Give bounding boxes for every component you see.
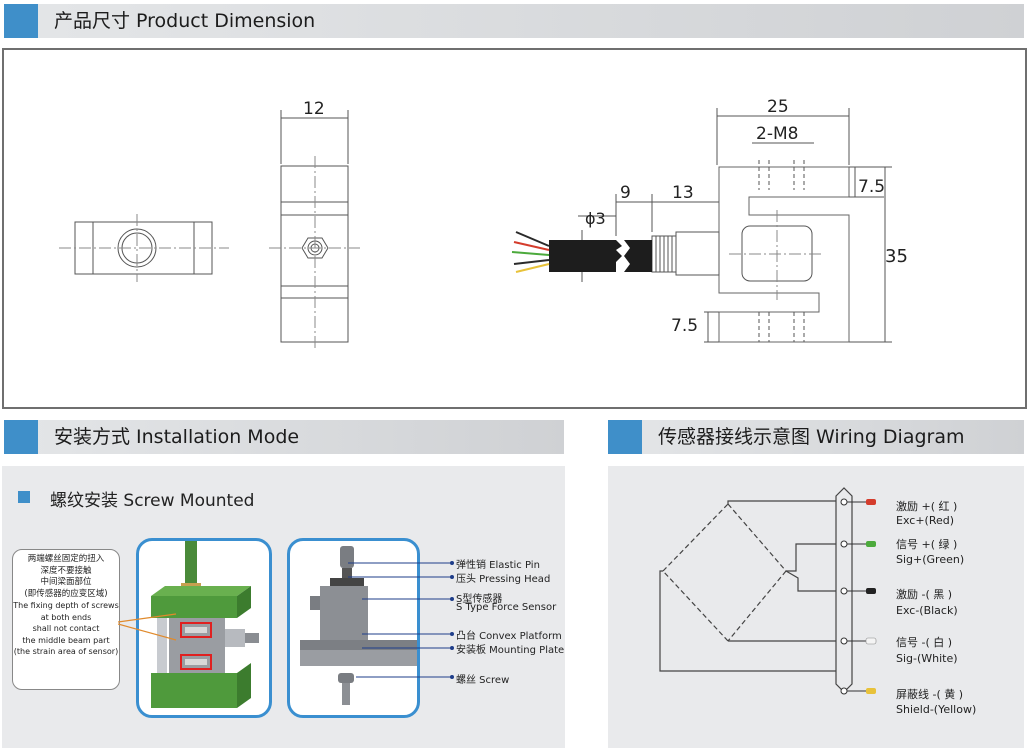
wire-sig-minus-cn: 信号 -( 白 ) xyxy=(896,636,953,649)
callout-s-sensor-en: S Type Force Sensor xyxy=(456,602,557,613)
wiring-diagram xyxy=(659,487,877,695)
installation-panel: 螺纹安装 Screw Mounted 两端螺丝固定的扭入 深度不要接触 中间梁面… xyxy=(2,466,565,748)
section-title-installation: 安装方式 Installation Mode xyxy=(54,426,300,448)
wire-tip-yellow xyxy=(866,688,876,694)
screw-depth-note: 两端螺丝固定的扭入 深度不要接触 中间梁面部位 (即传感器的应变区域) The … xyxy=(12,549,120,690)
note-cn-line: 两端螺丝固定的扭入 xyxy=(27,554,105,564)
wire-exc-minus-cn: 激励 -( 黑 ) xyxy=(896,588,953,601)
dim-7-5-top: 7.5 xyxy=(858,177,885,197)
note-cn-line: (即传感器的应变区域) xyxy=(24,588,108,599)
dim-2-m8: 2-M8 xyxy=(756,124,798,144)
section-header-wiring: 传感器接线示意图 Wiring Diagram xyxy=(608,420,1024,454)
wire-tip-black xyxy=(866,588,876,594)
wire-exc-plus-en: Exc+(Red) xyxy=(896,514,955,527)
dim-12: 12 xyxy=(303,99,325,119)
callout-convex-platform: 凸台 Convex Platform xyxy=(456,631,562,642)
note-pointer-lines xyxy=(118,613,177,641)
dim-25: 25 xyxy=(767,97,789,117)
cable xyxy=(511,231,652,273)
callout-pressing-head: 压头 Pressing Head xyxy=(456,574,551,585)
wire-shield-cn: 屏蔽线 -( 黄 ) xyxy=(896,688,964,701)
callout-s-sensor-cn: S型传感器 xyxy=(456,594,503,605)
dim-9: 9 xyxy=(620,183,631,203)
wire-sig-plus-en: Sig+(Green) xyxy=(896,553,965,566)
dim-35: 35 xyxy=(885,246,908,267)
section-header-dimension: 产品尺寸 Product Dimension xyxy=(4,4,1024,38)
note-cn-line: 中间梁面部位 xyxy=(40,577,92,587)
dimension-drawing: 12 25 2-M8 7.5 35 9 13 ϕ3 7.5 xyxy=(59,97,908,350)
wire-tip-red xyxy=(866,499,876,505)
front-view xyxy=(269,110,360,350)
callout-leader-lines xyxy=(348,561,454,679)
note-cn-line: 深度不要接触 xyxy=(40,565,92,576)
wire-tip-green xyxy=(866,541,876,547)
sensor-install-photo-exploded xyxy=(287,538,420,718)
wire-shield-en: Shield-(Yellow) xyxy=(896,703,977,716)
bullet-square xyxy=(18,491,30,503)
wire-tip-white xyxy=(865,637,877,645)
note-en-line: The fixing depth of screws xyxy=(13,601,119,610)
wire-sig-plus-cn: 信号 +( 绿 ) xyxy=(896,538,958,551)
note-en-line: at both ends xyxy=(40,612,92,622)
header-accent-block xyxy=(608,420,642,454)
note-en-line: the middle beam part xyxy=(22,635,110,645)
dim-phi-3: ϕ3 xyxy=(585,209,606,228)
dimension-drawing-panel: 12 25 2-M8 7.5 35 9 13 ϕ3 7.5 xyxy=(2,48,1027,409)
callout-mounting-plate: 安装板 Mounting Plate xyxy=(456,645,565,656)
header-accent-block xyxy=(4,4,38,38)
dim-13: 13 xyxy=(672,183,694,203)
install-method-title: 螺纹安装 Screw Mounted xyxy=(50,491,255,511)
note-en-line: shall not contact xyxy=(32,624,100,633)
wire-exc-minus-en: Exc-(Black) xyxy=(896,604,958,617)
section-title-wiring: 传感器接线示意图 Wiring Diagram xyxy=(658,426,965,448)
sensor-install-photo-front xyxy=(136,538,272,718)
wire-exc-plus-cn: 激励 +( 红 ) xyxy=(896,500,958,513)
callout-screw: 螺丝 Screw xyxy=(456,675,510,686)
header-accent-block xyxy=(4,420,38,454)
note-en-line: (the strain area of sensor) xyxy=(13,647,119,656)
wire-sig-minus-en: Sig-(White) xyxy=(896,652,958,665)
s-sensor-view xyxy=(578,108,892,343)
wiring-panel: 激励 +( 红 ) Exc+(Red) 信号 +( 绿 ) Sig+(Green… xyxy=(608,466,1024,748)
dim-7-5-bottom: 7.5 xyxy=(671,316,698,336)
side-view-horizontal xyxy=(59,214,229,282)
section-title-dimension: 产品尺寸 Product Dimension xyxy=(54,10,316,32)
callout-elastic-pin: 弹性销 Elastic Pin xyxy=(456,560,540,571)
section-header-installation: 安装方式 Installation Mode xyxy=(4,420,564,454)
